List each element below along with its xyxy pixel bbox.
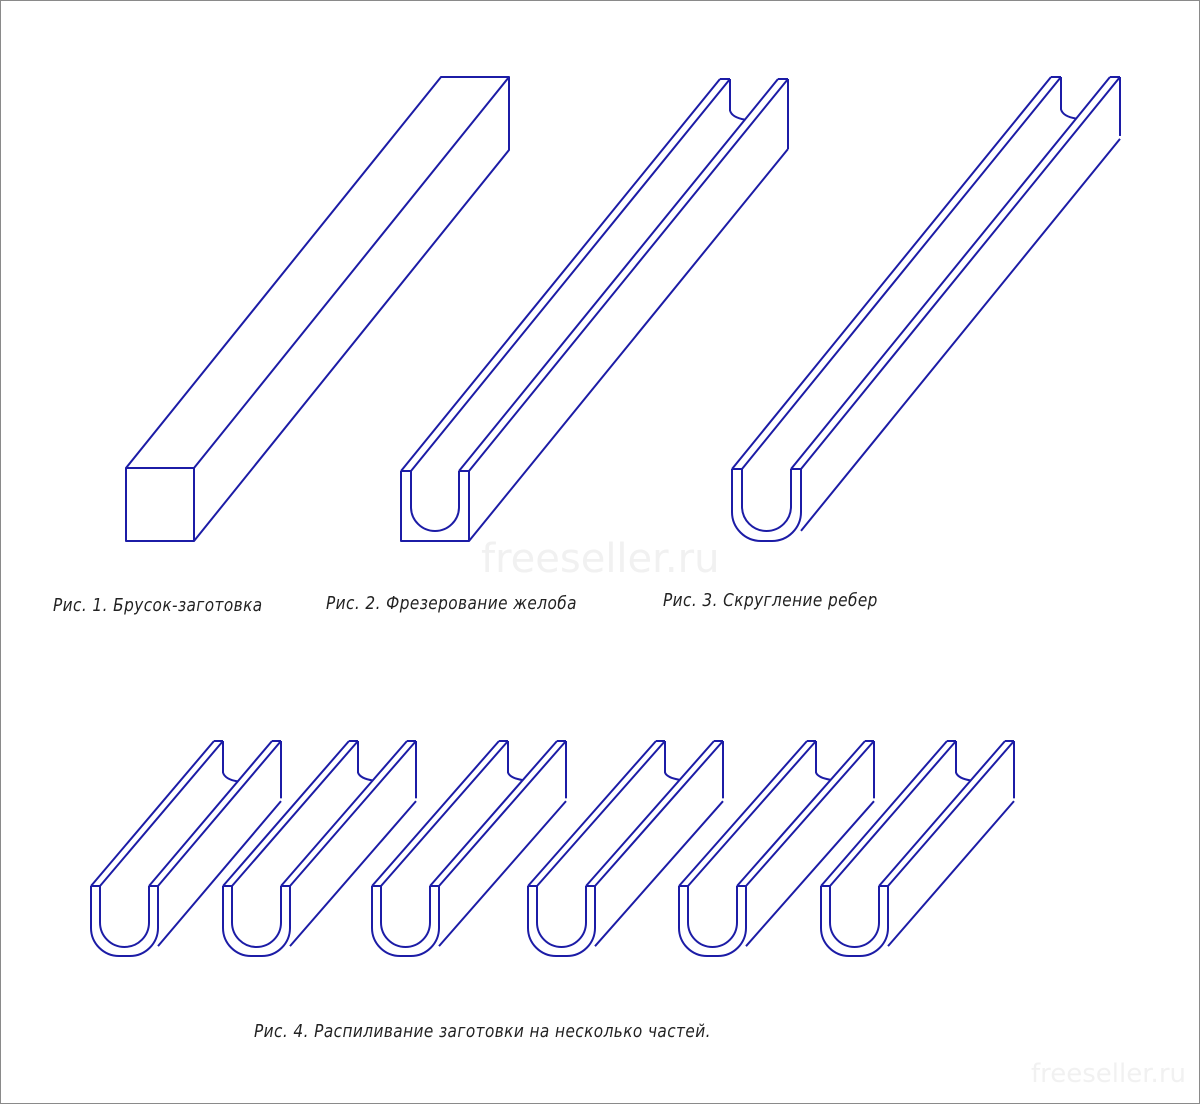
caption-fig2: Рис. 2. Фрезерование желоба [326,593,577,614]
outer-profile [820,886,889,957]
rounded-trough-figure [371,740,567,957]
outer-profile [222,886,291,957]
back-groove-curve [357,741,373,782]
back-groove-curve [1060,77,1077,120]
back-groove-curve [664,741,680,781]
inner-groove-profile [829,886,880,948]
inner-groove-profile [536,886,587,948]
extruded-edges [222,740,417,947]
caption-fig1: Рис. 1. Брусок-заготовка [53,595,263,616]
rounded-trough-figure [527,740,724,957]
rounded-trough-figure [222,740,417,957]
rounded-trough-figure [678,740,875,957]
outer-profile [678,886,747,957]
inner-groove-profile [410,471,460,532]
inner-groove-profile [380,886,431,948]
extruded-edges [400,78,789,542]
outer-profile [90,886,159,957]
bar-blank-figure [125,76,510,542]
back-groove-curve [222,741,238,783]
inner-groove-profile [687,886,738,948]
milled-trough-figure [400,78,789,542]
inner-groove-profile [99,886,150,948]
front-face [125,467,195,542]
rounded-trough-figure [820,740,1015,957]
extruded-edges [125,76,510,542]
outer-profile [400,471,470,542]
outer-profile [527,886,596,957]
back-groove-curve [815,741,831,781]
outer-profile [731,469,802,542]
extruded-edges [527,740,724,947]
watermark-center: freeseller.ru [481,536,720,582]
rounded-trough-figure [731,76,1121,542]
watermark-corner: freeseller.ru [1031,1059,1186,1089]
outer-profile [371,886,440,957]
extruded-edges [678,740,875,947]
inner-groove-profile [741,469,792,532]
extruded-edges [90,740,282,947]
back-groove-curve [729,79,746,121]
inner-groove-profile [231,886,282,948]
back-groove-curve [507,741,523,782]
rounded-trough-figure [90,740,282,957]
extruded-edges [371,740,567,947]
back-groove-curve [955,741,971,782]
extruded-edges [731,76,1121,532]
caption-fig4: Рис. 4. Распиливание заготовки на нескол… [254,1021,711,1042]
caption-fig3: Рис. 3. Скругление ребер [663,590,878,611]
extruded-edges [820,740,1015,947]
